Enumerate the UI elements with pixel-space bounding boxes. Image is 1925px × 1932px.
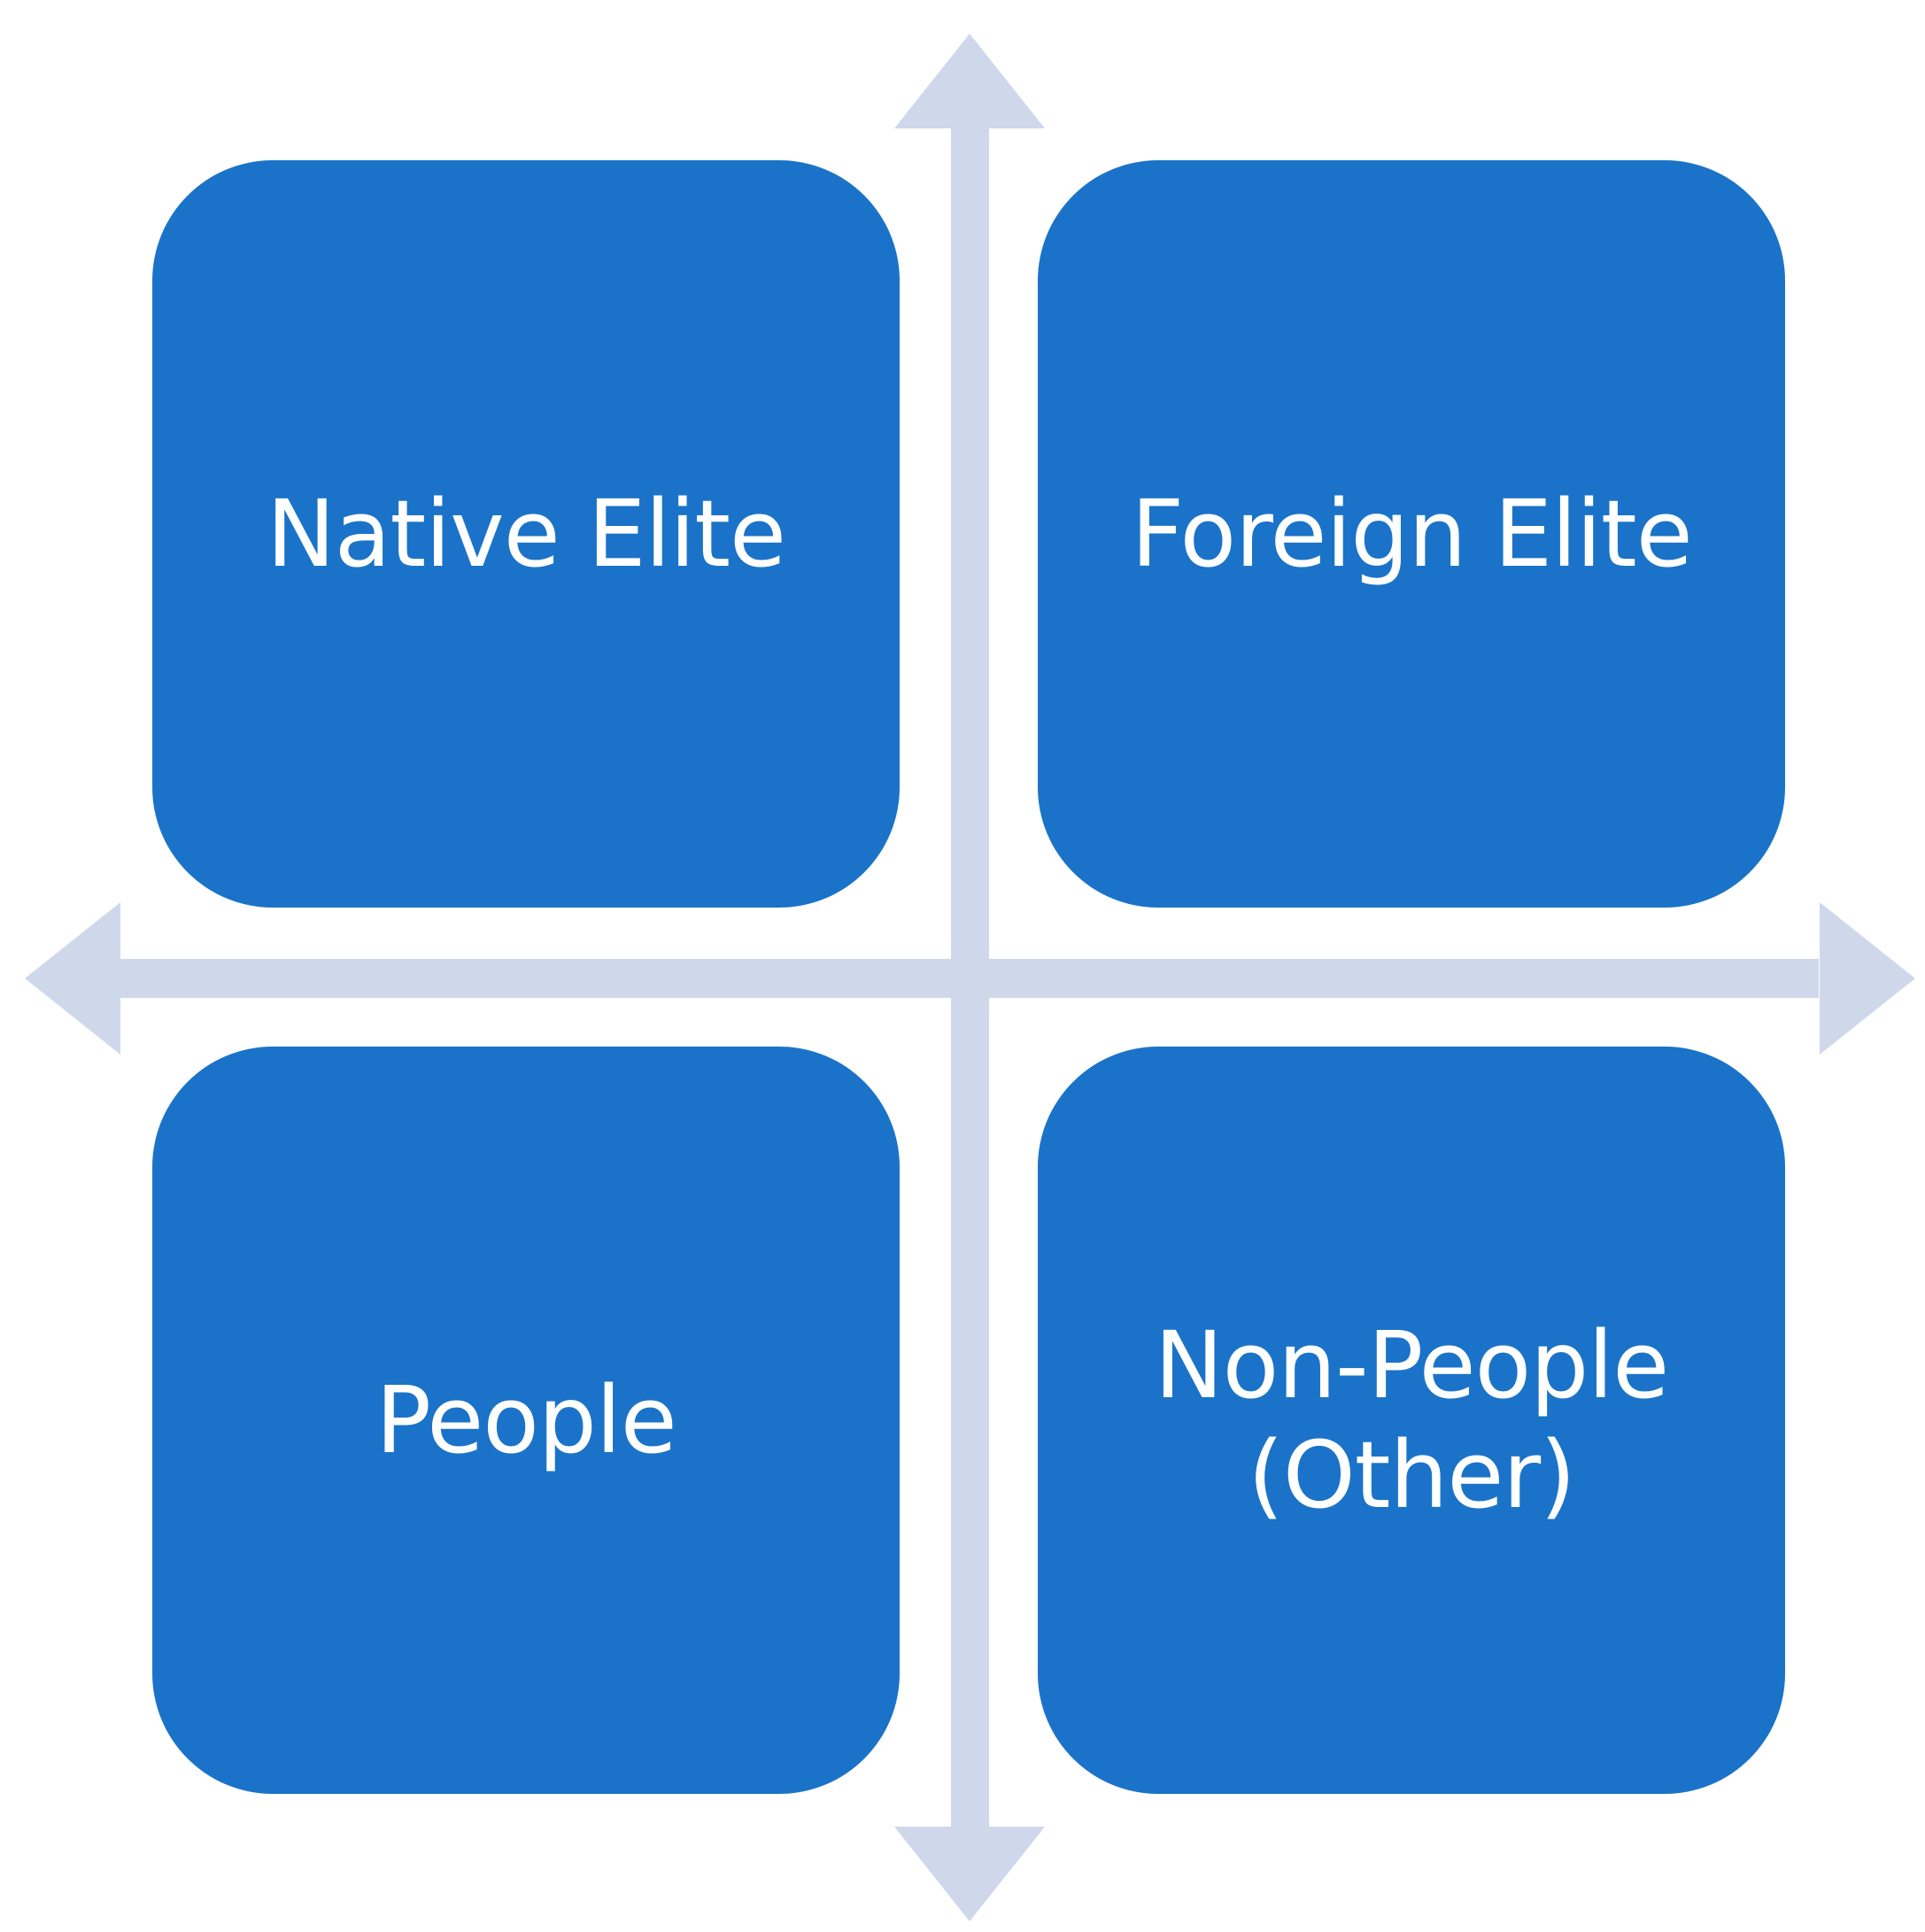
quadrant-label-group: Non-People (Other): [1154, 1310, 1669, 1530]
quadrant-label-line1: Non-People: [1154, 1311, 1669, 1419]
up-arrowhead: [894, 34, 1045, 128]
right-arrowhead: [1820, 902, 1915, 1055]
quadrant-native-elite: Native Elite: [152, 160, 900, 908]
quadrant-foreign-elite: Foreign Elite: [1038, 160, 1785, 908]
quadrant-label: People: [375, 1366, 677, 1474]
quadrant-non-people: Non-People (Other): [1038, 1047, 1785, 1794]
quadrant-label: Foreign Elite: [1131, 480, 1692, 588]
horizontal-axis-shaft: [119, 959, 1819, 998]
left-arrowhead: [25, 902, 120, 1055]
down-arrowhead: [894, 1827, 1045, 1921]
quadrant-label-line2: (Other): [1248, 1421, 1575, 1529]
quadrant-people: People: [152, 1047, 900, 1794]
quadrant-label: Native Elite: [266, 480, 786, 588]
